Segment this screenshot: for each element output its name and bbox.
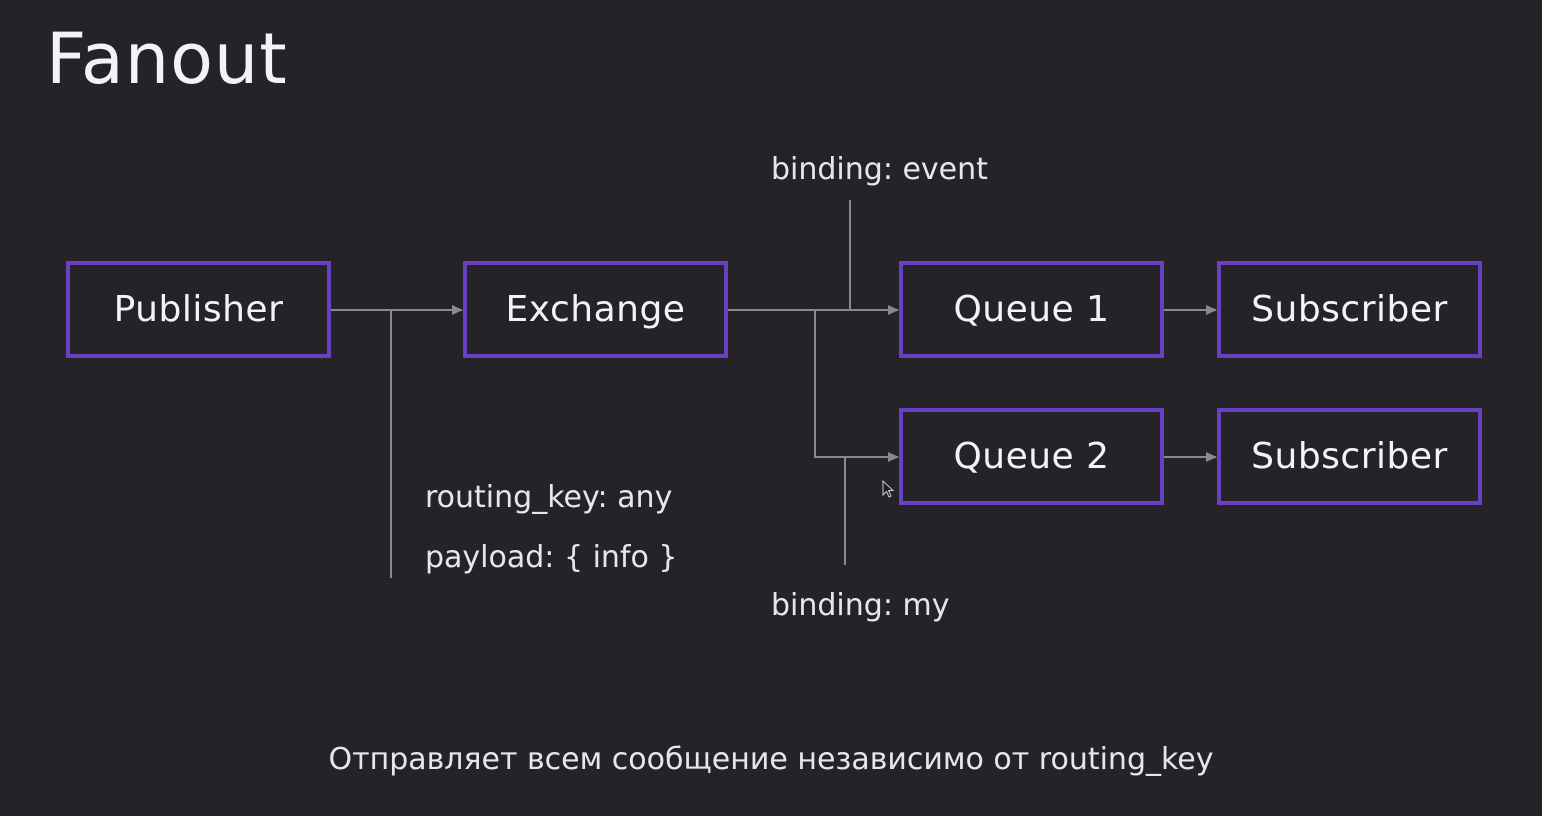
publisher-label: Publisher: [113, 289, 284, 330]
exchange-to-queue2-arrow: [814, 310, 899, 462]
payload-label: payload: { info }: [425, 540, 678, 575]
queue1-label: Queue 1: [953, 289, 1110, 330]
exchange-node: Exchange: [463, 261, 728, 358]
publisher-node: Publisher: [66, 261, 331, 358]
subscriber2-node: Subscriber: [1217, 408, 1482, 505]
subscriber2-label: Subscriber: [1251, 436, 1448, 477]
mouse-cursor-icon: [882, 480, 895, 498]
queue2-label: Queue 2: [953, 436, 1110, 477]
routing-key-label: routing_key: any: [425, 480, 673, 515]
slide-caption: Отправляет всем сообщение независимо от …: [328, 742, 1214, 777]
binding-event-label: binding: event: [771, 152, 988, 187]
binding-my-label: binding: my: [771, 588, 950, 623]
exchange-label: Exchange: [505, 289, 686, 330]
queue1-node: Queue 1: [899, 261, 1164, 358]
queue2-node: Queue 2: [899, 408, 1164, 505]
subscriber1-node: Subscriber: [1217, 261, 1482, 358]
slide-title: Fanout: [46, 18, 288, 100]
subscriber1-label: Subscriber: [1251, 289, 1448, 330]
